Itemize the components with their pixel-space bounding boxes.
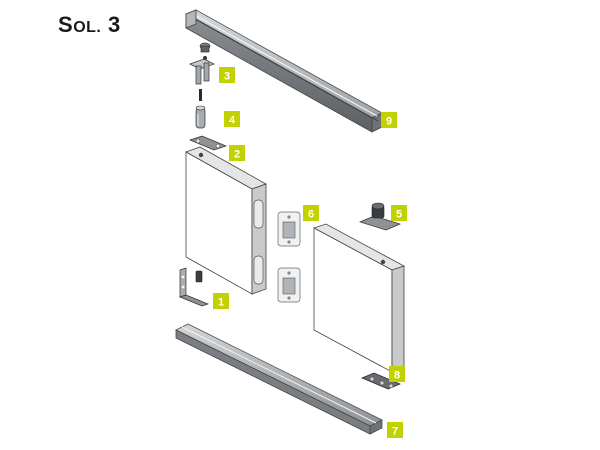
callout-badge-label: 8 — [394, 370, 400, 382]
callout-badge-box — [387, 422, 403, 438]
callout-badge-box — [391, 205, 407, 221]
top-plate — [189, 135, 227, 151]
callout-badge-box — [381, 112, 397, 128]
hinge-guide-lower — [277, 267, 301, 303]
callout-badge-box — [213, 293, 229, 309]
pivot-pin — [195, 89, 206, 129]
callout-badge-box — [303, 205, 319, 221]
diagram-title: SOL. 3 — [58, 12, 121, 38]
callout-badges: 1 2 3 4 5 6 7 8 9 — [213, 67, 407, 438]
callout-badge-label: 3 — [224, 71, 230, 83]
callout-badge-label: 1 — [218, 297, 224, 309]
floor-rail — [175, 323, 383, 435]
callout-badge-label: 2 — [234, 149, 240, 161]
callout-badge-label: 6 — [308, 209, 314, 221]
callout-badge-6: 6 — [303, 205, 319, 221]
hinge-guides — [277, 211, 301, 303]
callout-badge-box — [224, 111, 240, 127]
roller-carriage — [358, 202, 402, 231]
door-panel-right — [312, 223, 406, 373]
callout-badge-7: 7 — [387, 422, 403, 438]
callout-badge-label: 5 — [396, 209, 402, 221]
title-number: 3 — [101, 12, 121, 37]
hinge-guide-upper — [277, 211, 301, 247]
callout-badge-box — [389, 366, 405, 382]
title-smallcaps: OL. — [73, 19, 102, 36]
title-initial: S — [58, 12, 74, 37]
top-guide-bracket — [189, 42, 215, 85]
callout-badge-2: 2 — [229, 145, 245, 161]
top-rail — [185, 9, 383, 133]
callout-badge-8: 8 — [389, 366, 405, 382]
bottom-guide — [361, 372, 401, 390]
door-panel-left — [185, 146, 267, 295]
callout-badge-label: 4 — [229, 115, 236, 127]
callout-badge-label: 9 — [386, 116, 392, 128]
callout-badge-3: 3 — [219, 67, 235, 83]
callout-badge-label: 7 — [392, 426, 398, 438]
callout-badge-5: 5 — [391, 205, 407, 221]
bottom-bracket — [178, 267, 210, 307]
callout-badge-box — [219, 67, 235, 83]
callout-badge-4: 4 — [224, 111, 240, 127]
callout-badge-box — [229, 145, 245, 161]
callout-badge-1: 1 — [213, 293, 229, 309]
callout-badge-9: 9 — [381, 112, 397, 128]
